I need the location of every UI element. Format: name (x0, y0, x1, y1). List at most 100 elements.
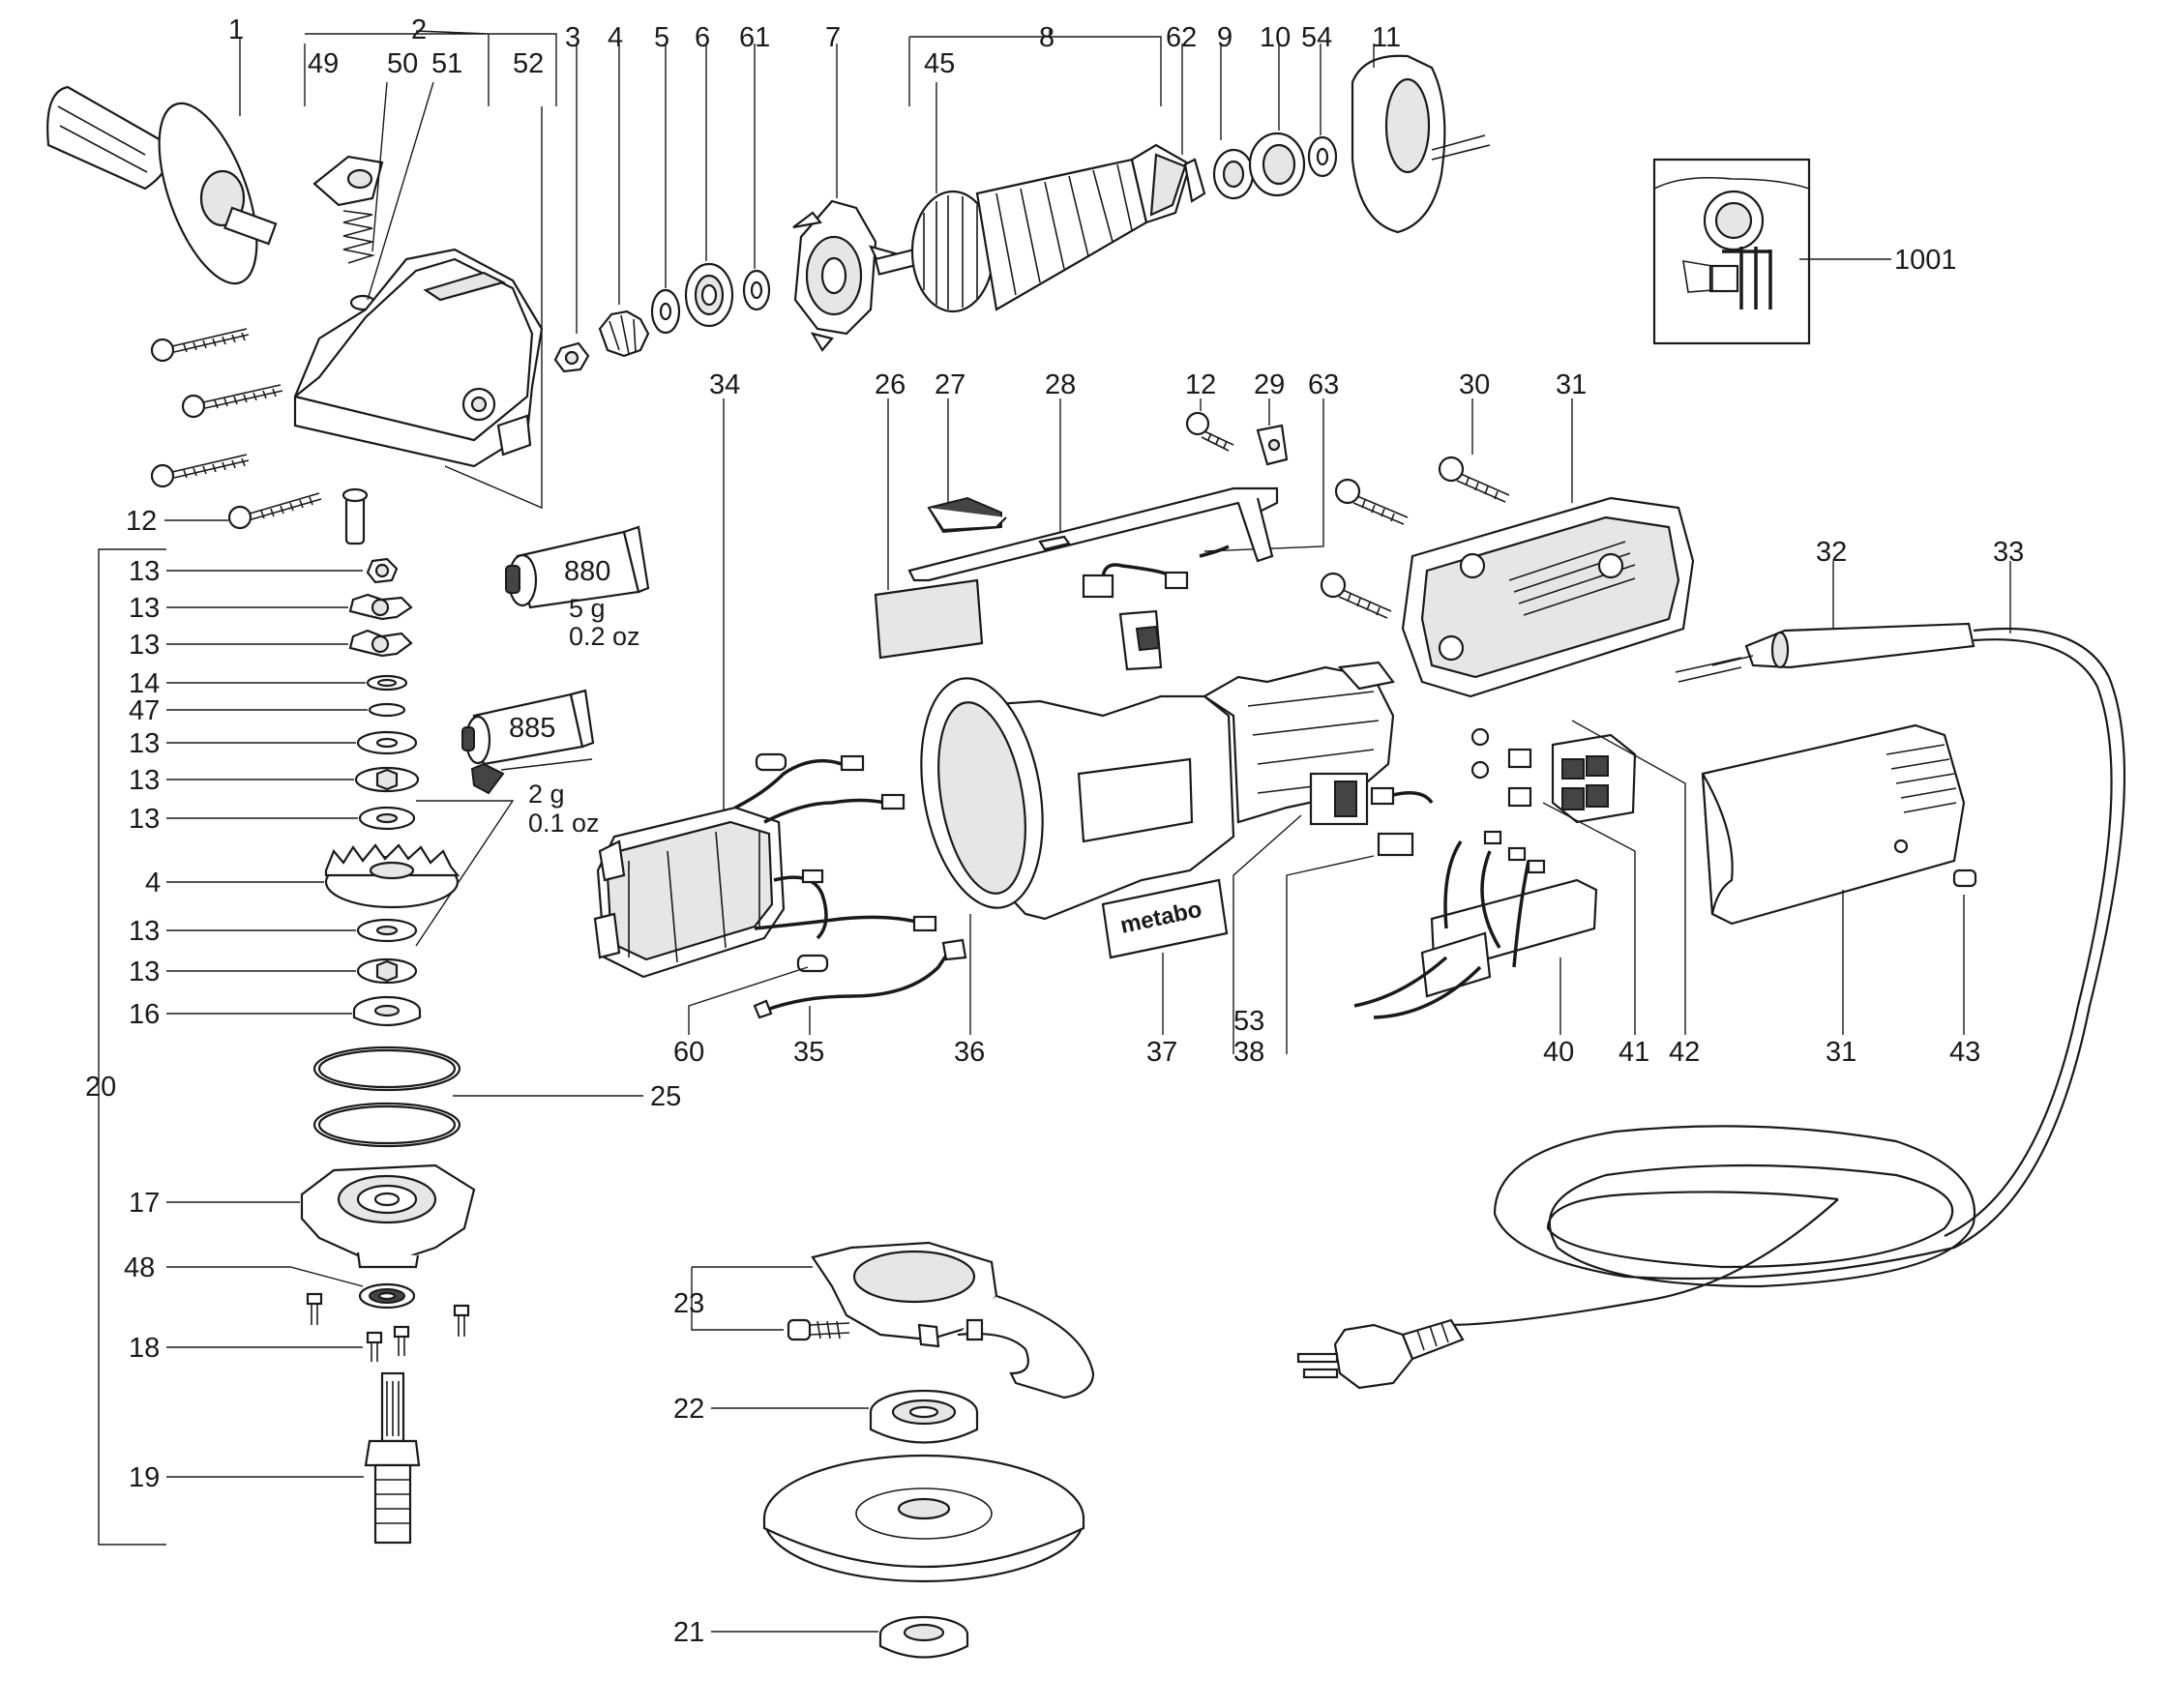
coil-leads (734, 754, 937, 940)
brand-label-37 (1101, 878, 1229, 959)
callout-13-h: 13 (129, 957, 160, 987)
callout-22: 22 (673, 1394, 704, 1425)
connectors-41 (1470, 727, 1532, 808)
callout-41: 41 (1619, 1037, 1649, 1068)
o-rings-25 (312, 1045, 461, 1148)
switch-rod-28 (907, 486, 1279, 582)
callout-31: 31 (1556, 369, 1587, 400)
switch-53 (1309, 772, 1434, 857)
callout-14: 14 (129, 668, 160, 699)
callout-33: 33 (1993, 537, 2024, 568)
gear-housing-cover (293, 248, 544, 468)
screw-30-c (1320, 572, 1392, 619)
spring-washer-13-f (358, 806, 416, 831)
screws-18 (306, 1292, 470, 1362)
callout-36: 36 (954, 1037, 985, 1068)
wheel-guard-23 (811, 1241, 1095, 1399)
washer-14 (366, 674, 408, 692)
clip-29 (1256, 424, 1289, 466)
screw-43 (1952, 869, 1977, 888)
rear-bearing-9 (1212, 148, 1255, 200)
callout-13-e: 13 (129, 765, 160, 796)
callout-18: 18 (129, 1333, 160, 1364)
tube-880-number: 880 (564, 556, 610, 587)
callout-49: 49 (308, 48, 339, 79)
spring-clip-13-g (356, 918, 418, 943)
guard-bracket-23 (691, 1266, 813, 1331)
lock-disc-13-b (348, 593, 413, 621)
screw-30-b (1334, 478, 1409, 525)
pinion-gear-4 (598, 309, 650, 358)
crown-gear-4 (324, 843, 460, 909)
callout-48: 48 (124, 1252, 155, 1283)
callout-16: 16 (129, 999, 160, 1030)
callout-10: 10 (1260, 22, 1291, 53)
power-cord-33 (1445, 627, 2126, 1327)
lock-disc-13-h (356, 957, 418, 985)
callout-26: 26 (875, 369, 906, 400)
callout-2: 2 (411, 15, 427, 45)
tube-880-weight-oz: 0.2 oz (569, 622, 640, 651)
callout-51: 51 (431, 48, 462, 79)
tube-885-weight: 2 g (528, 780, 565, 809)
cover-screws (150, 328, 322, 530)
screw-12b (1185, 411, 1234, 452)
screw-30-a (1438, 456, 1510, 503)
housing-shell-31-lower (1701, 723, 1966, 926)
callout-12b: 12 (1185, 369, 1216, 400)
bearing-48 (358, 1282, 416, 1310)
callout-54: 54 (1301, 22, 1332, 53)
clamping-nut-13-a (366, 557, 399, 584)
callout-63: 63 (1308, 369, 1339, 400)
callout-37: 37 (1146, 1037, 1177, 1068)
slide-switch-27 (927, 496, 1007, 534)
cord-sleeve-32 (1675, 622, 1975, 683)
callout-62: 62 (1166, 22, 1197, 53)
callout-34: 34 (709, 369, 740, 400)
callout-8: 8 (1039, 22, 1054, 53)
spindle-lock-button (312, 155, 384, 207)
dust-cover-11 (1351, 54, 1491, 234)
callout-45: 45 (924, 48, 955, 79)
callout-13-a: 13 (129, 556, 160, 587)
callout-47: 47 (129, 695, 160, 726)
callout-3: 3 (565, 22, 580, 53)
callout-13-d: 13 (129, 728, 160, 759)
callout-31b: 31 (1826, 1037, 1856, 1068)
mains-plug (1296, 1318, 1465, 1390)
callout-11: 11 (1372, 22, 1401, 53)
callout-53: 53 (1233, 1006, 1264, 1037)
callout-43: 43 (1949, 1037, 1980, 1068)
nut-3 (553, 341, 590, 373)
switch-inset-1001 (1652, 158, 1811, 345)
washer-54 (1307, 135, 1338, 178)
bearing-flange-7 (792, 199, 898, 352)
callout-35: 35 (793, 1037, 824, 1068)
washer-47 (368, 702, 406, 718)
callout-32: 32 (1816, 537, 1847, 568)
callout-30: 30 (1459, 369, 1490, 400)
grinding-disc (762, 1454, 1085, 1583)
spindle-19 (364, 1371, 421, 1545)
insulating-sleeve-60 (755, 752, 829, 973)
callout-21: 21 (673, 1617, 704, 1648)
callout-19: 19 (129, 1462, 160, 1493)
gear-cover-bracket (304, 30, 557, 106)
callout-20: 20 (85, 1072, 116, 1103)
lock-disc-13-e (354, 766, 420, 793)
callout-40: 40 (1543, 1037, 1574, 1068)
callout-1: 1 (228, 15, 244, 45)
cable-35 (753, 938, 967, 1019)
callout-38: 38 (1233, 1037, 1264, 1068)
callout-13-f: 13 (129, 804, 160, 835)
tube-885-number: 885 (509, 713, 555, 744)
callout-1001: 1001 (1894, 245, 1957, 276)
callout-4-b: 4 (145, 868, 161, 898)
callout-7: 7 (825, 22, 841, 53)
callout-25: 25 (650, 1081, 681, 1112)
pin-52 (342, 487, 369, 545)
grease-tube-885 (461, 689, 595, 795)
bearing-6 (684, 262, 734, 328)
callout-29: 29 (1254, 369, 1285, 400)
